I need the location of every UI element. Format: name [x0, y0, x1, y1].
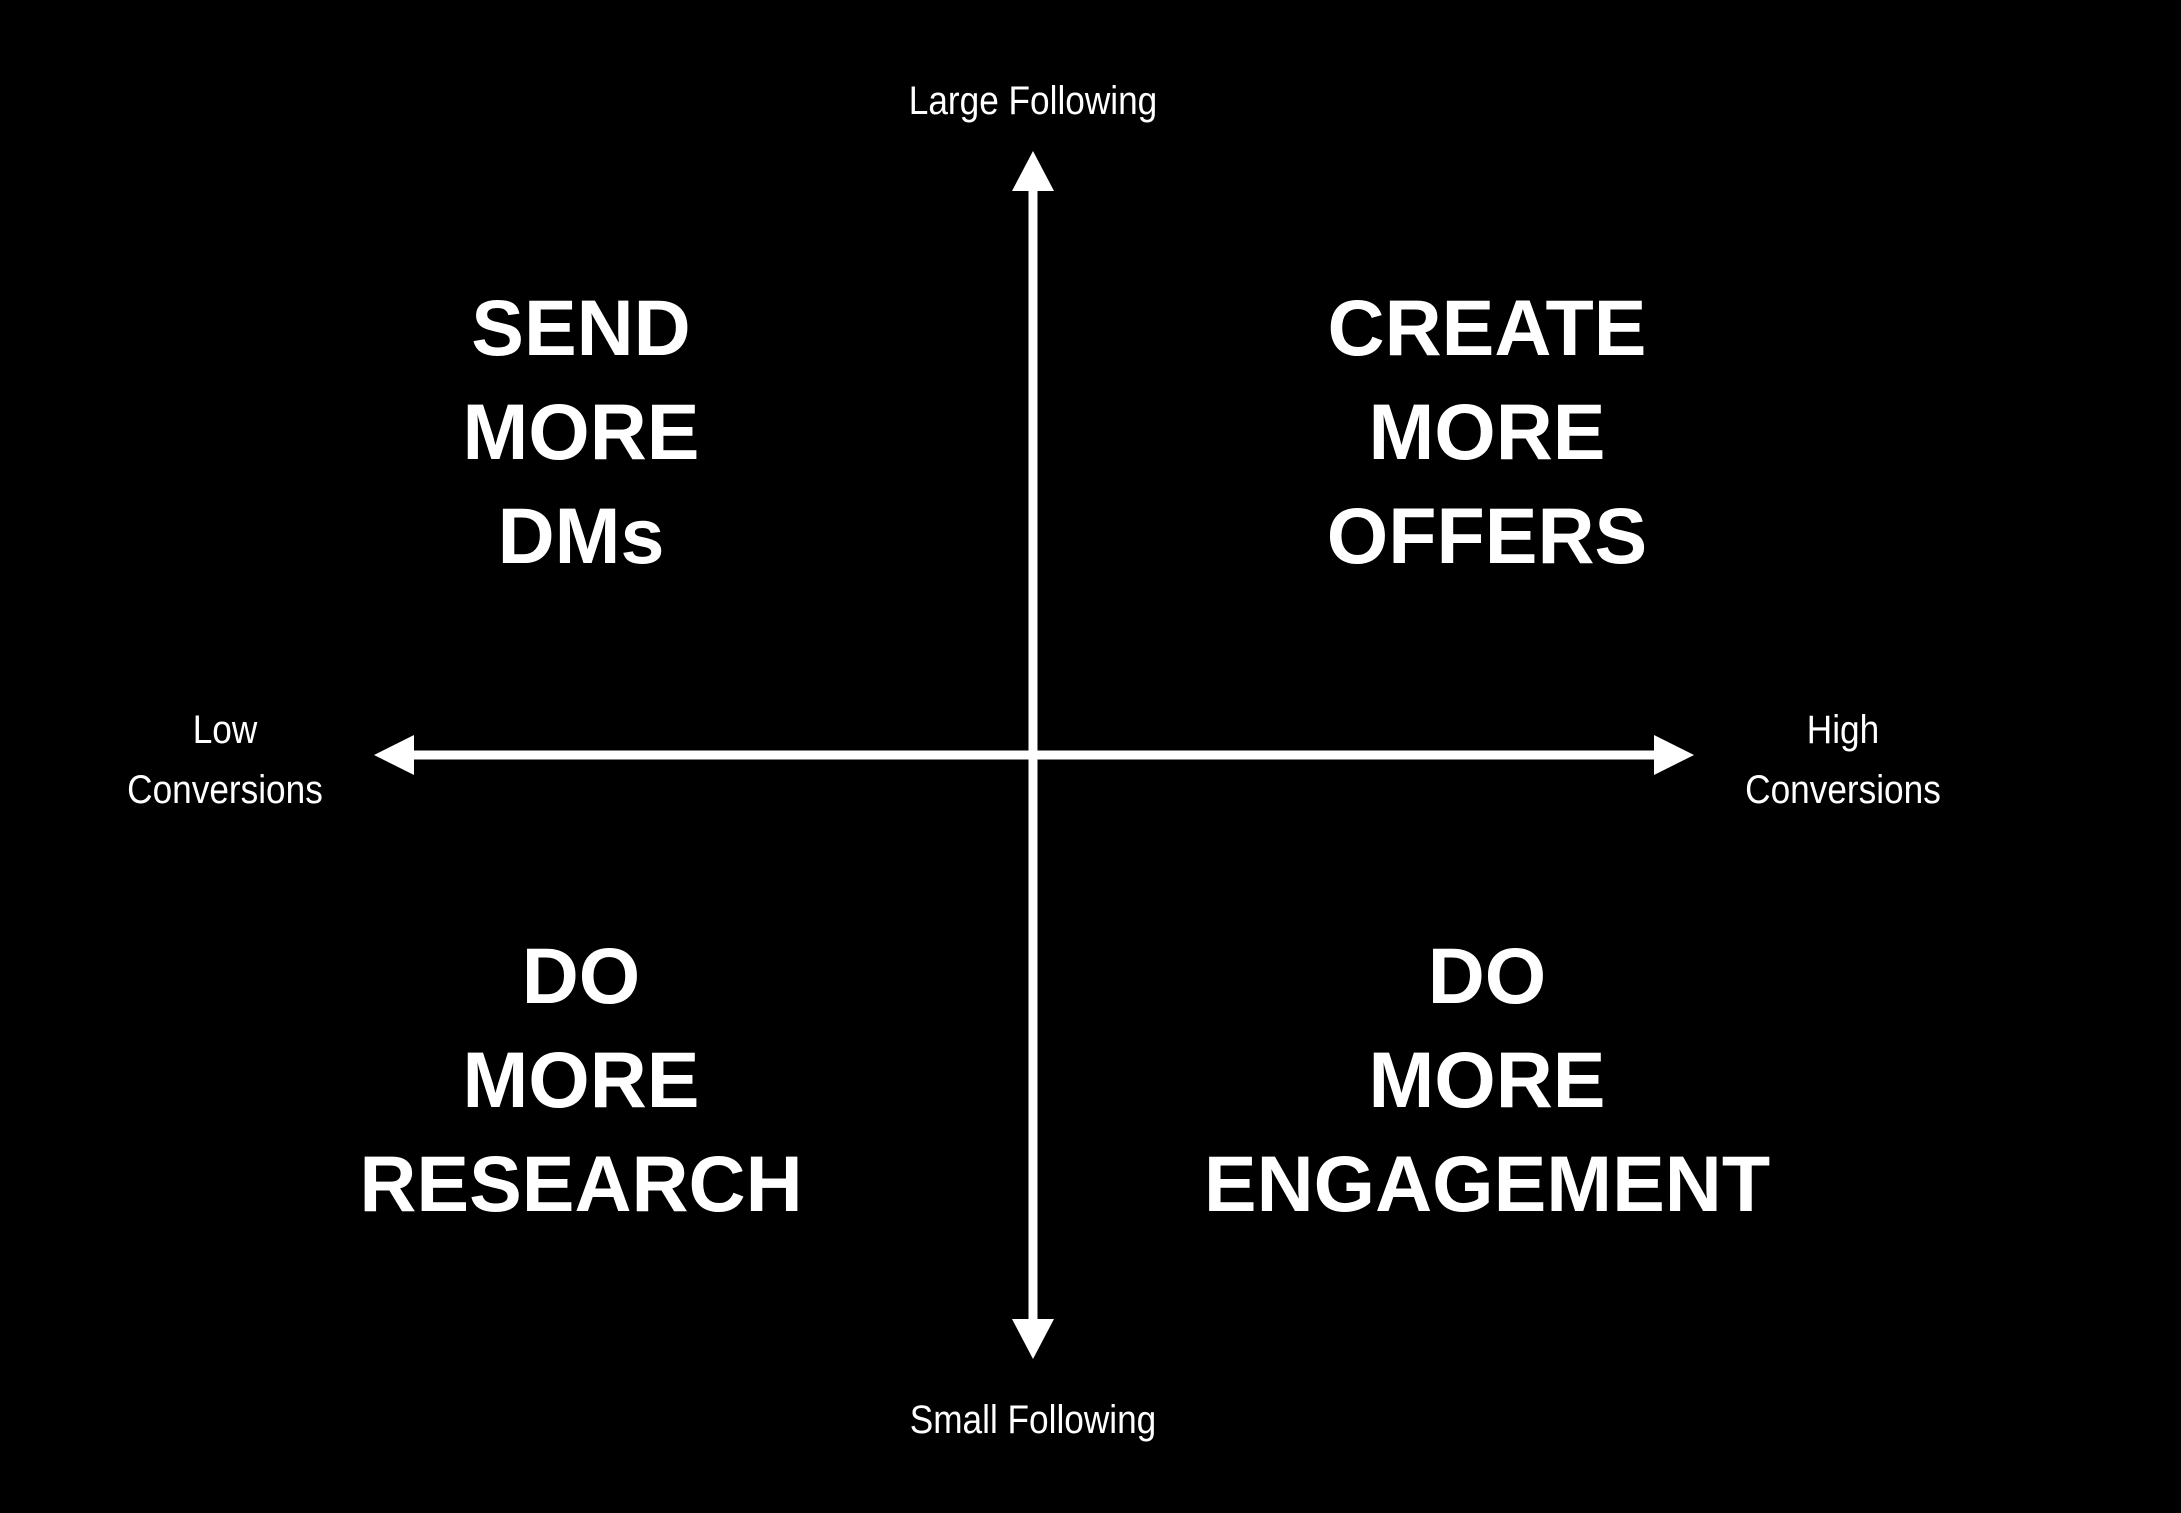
axis-label-right-line-2: Conversions: [1745, 768, 1941, 812]
axis-label-bottom-text: Small Following: [909, 1398, 1157, 1442]
axis-label-right: High Conversions: [1711, 700, 1975, 820]
axis-label-bottom: Small Following: [857, 1390, 1209, 1450]
quadrant-top-left: SEND MORE DMs: [231, 276, 931, 588]
arrow-right-icon: [1654, 735, 1694, 775]
quadrant-bottom-right-line-3: ENGAGEMENT: [1203, 1139, 1771, 1228]
axis-label-top: Large Following: [857, 71, 1209, 131]
axis-label-left: Low Conversions: [93, 700, 357, 820]
quadrant-bottom-left-line-1: DO: [521, 931, 641, 1020]
axis-label-left-line-1: Low: [192, 708, 258, 752]
arrow-down-icon: [1012, 1319, 1054, 1359]
quadrant-top-right-line-1: CREATE: [1327, 283, 1647, 372]
quadrant-top-right-line-3: OFFERS: [1326, 491, 1648, 580]
quadrant-bottom-left: DO MORE RESEARCH: [231, 924, 931, 1236]
quadrant-top-right: CREATE MORE OFFERS: [1137, 276, 1837, 588]
quadrant-bottom-right: DO MORE ENGAGEMENT: [1137, 924, 1837, 1236]
quadrant-top-left-line-2: MORE: [462, 387, 700, 476]
arrow-up-icon: [1012, 151, 1054, 191]
quadrant-top-left-line-1: SEND: [471, 283, 691, 372]
quadrant-bottom-left-line-2: MORE: [462, 1035, 700, 1124]
axis-label-right-line-1: High: [1806, 708, 1880, 752]
quadrant-bottom-left-line-3: RESEARCH: [359, 1139, 803, 1228]
axis-label-top-text: Large Following: [908, 79, 1158, 123]
quadrant-top-left-line-3: DMs: [497, 491, 665, 580]
axis-label-left-line-2: Conversions: [127, 768, 323, 812]
quadrant-top-right-line-2: MORE: [1368, 387, 1606, 476]
quadrant-bottom-right-line-2: MORE: [1368, 1035, 1606, 1124]
quadrant-bottom-right-line-1: DO: [1427, 931, 1547, 1020]
arrow-left-icon: [374, 735, 414, 775]
